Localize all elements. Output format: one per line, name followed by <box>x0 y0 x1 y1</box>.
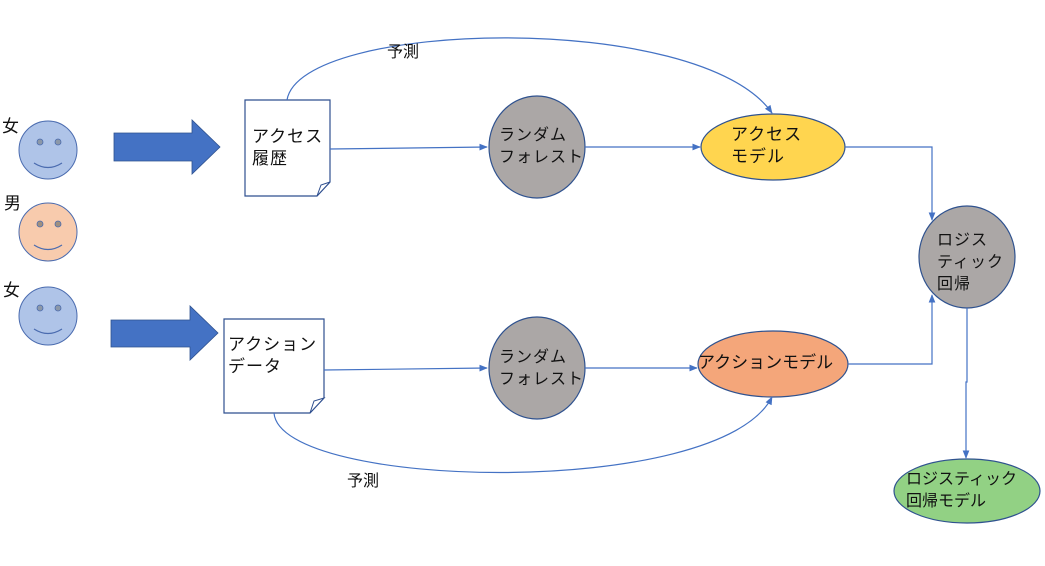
edge-access-model-to-logistic <box>845 146 936 221</box>
block-arrow-top <box>113 119 221 175</box>
person-label-female-top: 女 <box>2 117 19 137</box>
action-model-label: アクションモデル <box>698 353 834 373</box>
person-label-female-bottom: 女 <box>3 281 20 301</box>
action-data-document <box>223 318 326 414</box>
logistic-regression-model-node <box>893 458 1041 524</box>
edge-history-to-rf <box>329 143 488 151</box>
action-data-label: アクション データ <box>228 335 318 377</box>
predict-label-bottom: 予測 <box>347 471 380 490</box>
logistic-regression-model-label: ロジスティック 回帰モデル <box>906 469 1018 510</box>
person-face-female-bottom <box>18 286 78 346</box>
person-face-female-top <box>18 120 78 180</box>
block-arrow-bottom <box>110 305 219 361</box>
edge-data-to-rf <box>323 364 488 372</box>
person-label-male: 男 <box>4 194 21 214</box>
access-history-label: アクセス 履歴 <box>252 127 324 169</box>
predict-label-top: 予測 <box>387 42 420 61</box>
edge-logistic-to-model <box>962 308 970 459</box>
access-history-document <box>244 99 331 197</box>
edge-action-model-to-logistic <box>848 294 936 365</box>
random-forest-top-label: ランダム フォレスト <box>499 125 585 166</box>
edge-predict-bottom <box>273 396 773 474</box>
logistic-regression-label: ロジス ティック 回帰 <box>937 230 1005 293</box>
edge-predict-top <box>286 37 773 114</box>
access-model-label: アクセス モデル <box>731 125 803 167</box>
random-forest-bottom-label: ランダム フォレスト <box>499 347 585 388</box>
person-face-male <box>18 202 78 262</box>
